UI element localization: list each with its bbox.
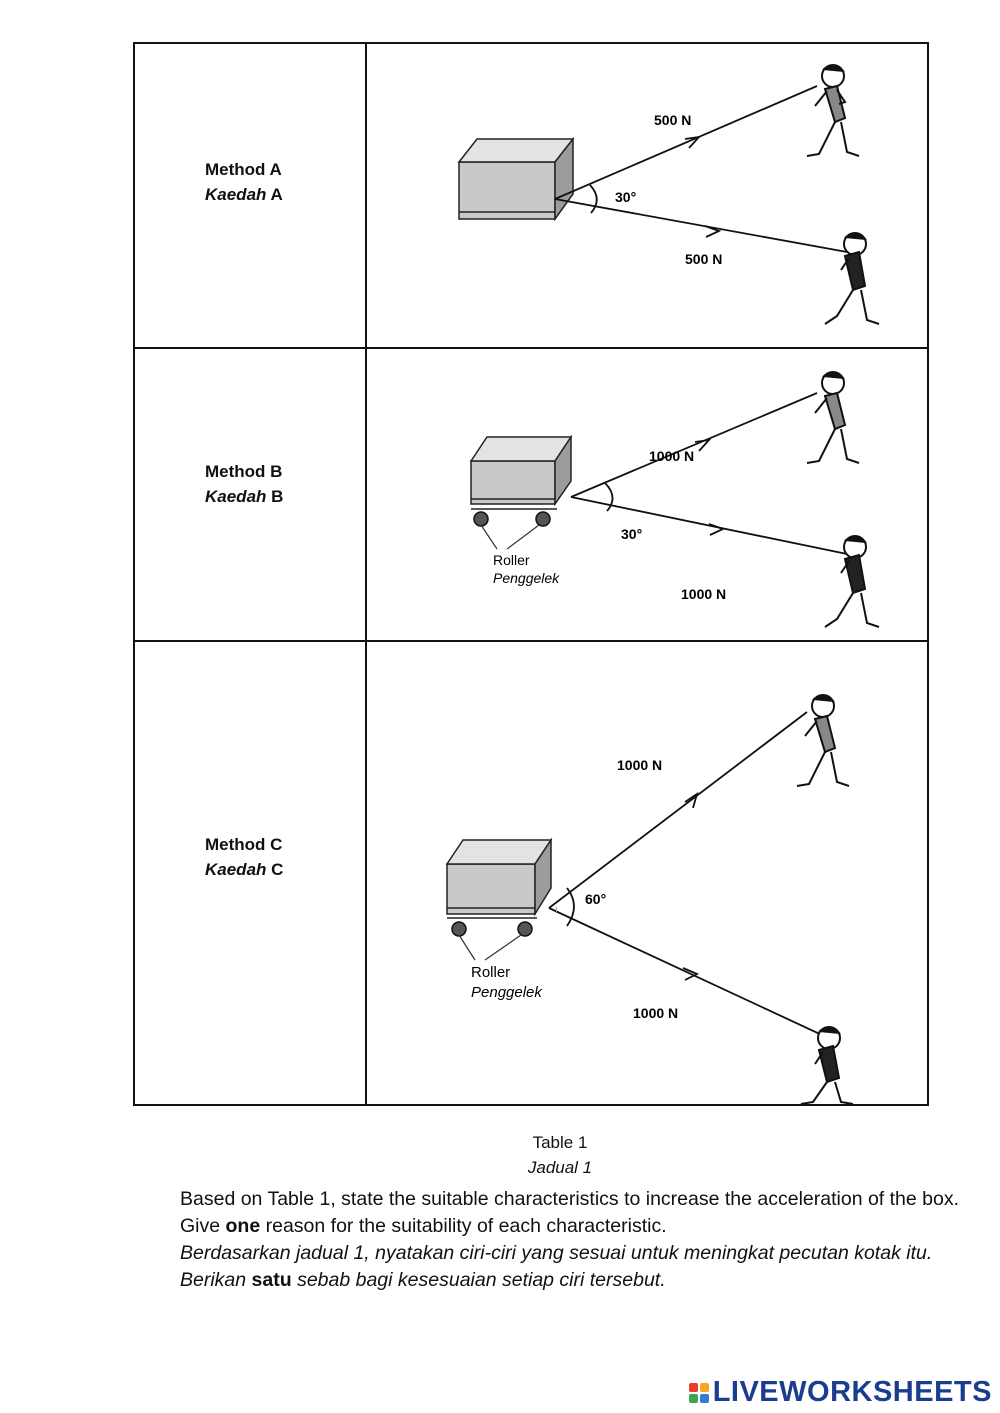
logo-squares-icon <box>688 1382 709 1403</box>
pulling-boy-figure <box>806 64 860 157</box>
pulling-boy-figure <box>824 232 880 325</box>
method-a-label: Method A Kaedah A <box>205 157 283 207</box>
column-divider <box>365 44 367 1104</box>
force-bottom-label: 1000 N <box>681 586 726 602</box>
angle-label: 30° <box>621 526 642 542</box>
method-label-ms: Kaedah C <box>205 860 284 879</box>
method-c-diagram: Roller Penggelek 1000 N 1000 N 60° ı <box>367 642 927 1106</box>
question-text-ms: Berdasarkan jadual 1, nyatakan ciri-ciri… <box>180 1242 933 1291</box>
box-drawing <box>445 837 553 919</box>
angle-label: 60° <box>585 891 606 907</box>
angle-label: 30° <box>615 189 636 205</box>
question-text-en: Based on Table 1, state the suitable cha… <box>180 1188 960 1237</box>
roller-label: Roller <box>471 964 510 981</box>
roller-label-ms: Penggelek <box>471 984 543 1001</box>
methods-table: Method A Kaedah A <box>133 42 929 1106</box>
method-c-label: Method C Kaedah C <box>205 832 283 882</box>
force-bottom-label: 1000 N <box>633 1005 678 1021</box>
force-bottom-label: 500 N <box>685 251 722 267</box>
pulling-boy-figure <box>800 1026 854 1105</box>
method-label-en: Method C <box>205 835 283 854</box>
table-row-method-b: Method B Kaedah B <box>135 347 927 640</box>
method-label-en: Method B <box>205 462 283 481</box>
method-b-label: Method B Kaedah B <box>205 459 283 509</box>
pulling-boy-figure <box>824 535 880 628</box>
table-caption-ms: Jadual 1 <box>527 1158 593 1177</box>
table-row-method-c: Method C Kaedah C <box>135 640 927 1106</box>
force-top-label: 1000 N <box>617 757 662 773</box>
brand-name: LIVEWORKSHEETS <box>712 1376 992 1408</box>
force-top-label: 500 N <box>654 112 691 128</box>
box-drawing <box>469 434 573 510</box>
pulling-boy-figure <box>796 694 850 787</box>
svg-text:ı: ı <box>555 904 558 915</box>
roller-label: Roller <box>493 552 530 568</box>
box-drawing <box>457 136 575 222</box>
method-b-diagram: Roller Penggelek 1000 N 1000 N 30° <box>367 349 927 639</box>
roller-wheels <box>451 921 533 937</box>
method-a-diagram: 500 N 500 N 30° <box>367 44 927 344</box>
pulling-boy-figure <box>806 371 860 464</box>
method-label-en: Method A <box>205 160 282 179</box>
table-caption: Table 1 <box>532 1133 588 1152</box>
roller-wheels <box>473 511 551 527</box>
force-top-label: 1000 N <box>649 448 694 464</box>
roller-label-ms: Penggelek <box>493 570 560 586</box>
table-row-method-a: Method A Kaedah A <box>135 44 927 347</box>
method-label-ms: Kaedah A <box>205 185 283 204</box>
method-label-ms: Kaedah B <box>205 487 284 506</box>
liveworksheets-logo[interactable]: LIVEWORKSHEETS <box>688 1376 992 1409</box>
